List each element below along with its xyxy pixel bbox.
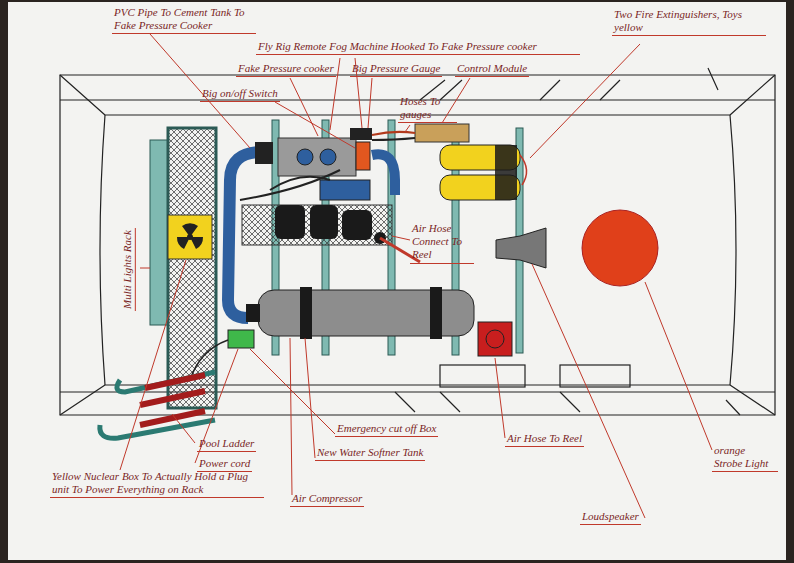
callout-label: Control Module (455, 62, 529, 77)
callout-label: Fake Pressure cooker (236, 62, 336, 77)
callout-label: PVC Pipe To Cement Tank To Fake Pressure… (112, 6, 256, 34)
callout-label: orange Strobe Light (712, 444, 778, 472)
callout-label: Loudspeaker (580, 510, 641, 525)
vertical-label: Multi Lights Rack (120, 228, 135, 311)
callout-label: Pool Ladder (197, 437, 256, 452)
callout-label: New Water Softner Tank (315, 446, 425, 461)
callout-label: Air Hose Connect To Reel (410, 222, 474, 264)
callout-label: Fly Rig Remote Fog Machine Hooked To Fak… (256, 40, 580, 55)
callout-label: Hoses To gauges (398, 95, 457, 123)
callout-label: Air Hose To Reel (505, 432, 584, 447)
callout-label: Air Compressor (290, 492, 364, 507)
callout-label: Yellow Nuclear Box To Actually Hold a Pl… (50, 470, 264, 498)
callout-label: Big Pressure Gauge (350, 62, 442, 77)
callout-label: Big on/off Switch (200, 87, 280, 102)
callout-label: Two Fire Extinguishers, Toys yellow (612, 8, 766, 36)
callout-label: Emergency cut off Box (335, 422, 438, 437)
